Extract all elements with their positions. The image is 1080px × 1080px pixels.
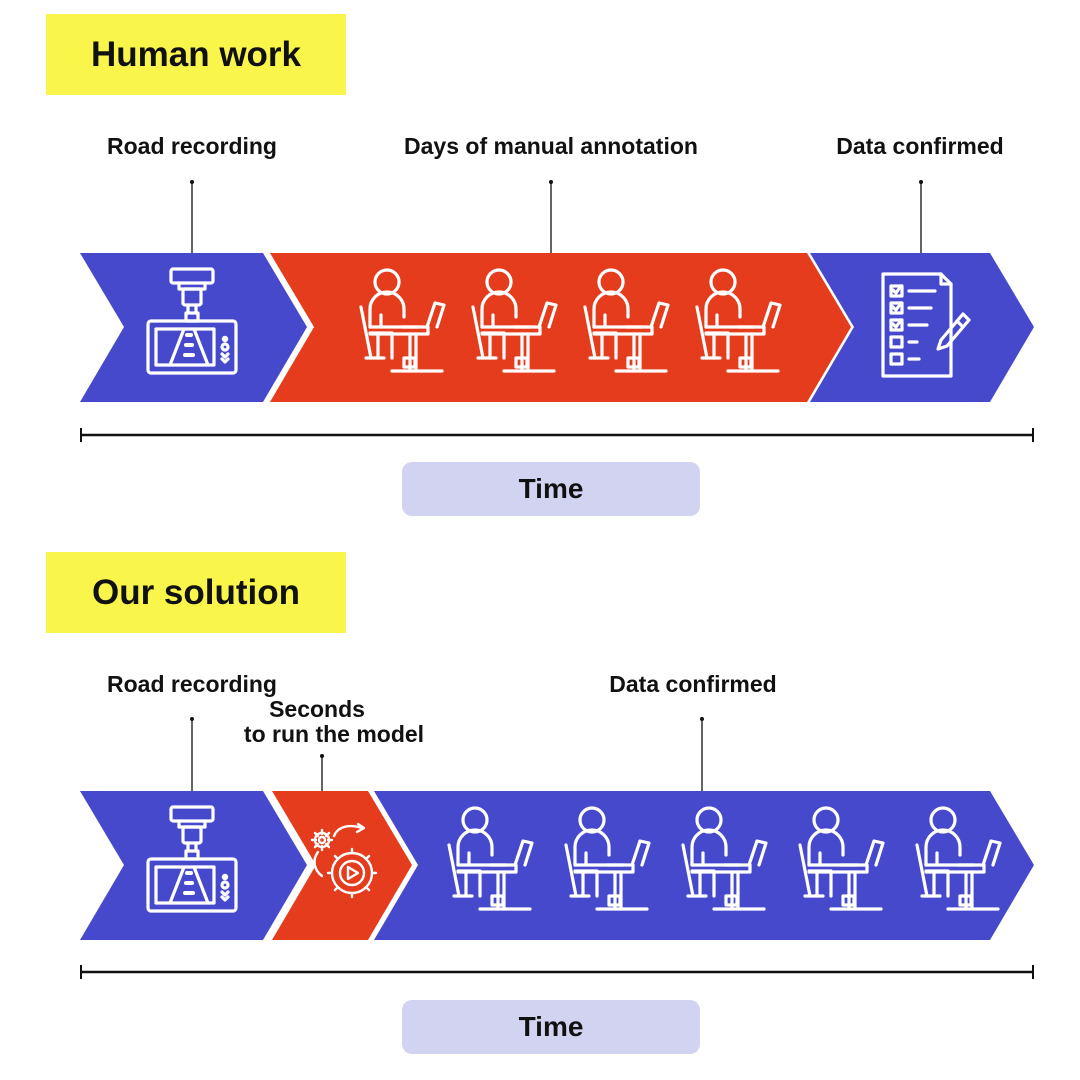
- connector-dot: [700, 717, 704, 721]
- label-run-the-model: to run the model: [243, 721, 425, 747]
- time-label-pill: Time: [402, 1000, 700, 1054]
- connector-dot: [190, 180, 194, 184]
- label-model-seconds: Seconds: [269, 696, 365, 722]
- connector-dot: [549, 180, 553, 184]
- connector-dot: [190, 717, 194, 721]
- label-data-confirmed: Data confirmed: [609, 671, 777, 697]
- stage-arrow-confirmed: [810, 253, 1034, 402]
- connector-dot: [320, 754, 324, 758]
- connector-dot: [919, 180, 923, 184]
- label-road-recording: Road recording: [107, 671, 277, 697]
- label-road-recording: Road recording: [107, 133, 277, 159]
- label-manual-annotation: Days of manual annotation: [404, 133, 698, 159]
- time-label-pill: Time: [402, 462, 700, 516]
- label-data-confirmed: Data confirmed: [836, 133, 1004, 159]
- section-title-human-work: Human work: [46, 14, 346, 95]
- section-title-our-solution: Our solution: [46, 552, 346, 633]
